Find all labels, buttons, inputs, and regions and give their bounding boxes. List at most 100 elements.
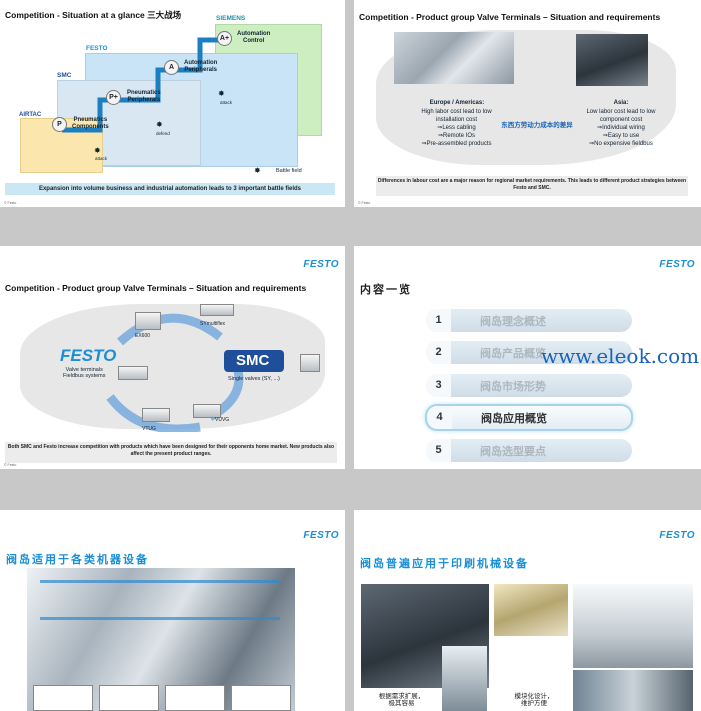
- toc-text: 阀岛应用概览: [481, 413, 547, 425]
- caption-expand: 根据需求扩展， 极其容易: [378, 693, 425, 708]
- machine-detail-photo: [494, 584, 568, 636]
- ex600-product: [135, 312, 161, 330]
- toc-item-2[interactable]: 2 阀岛产品概览: [426, 341, 632, 364]
- slide-banner: Differences in labour cost are a major r…: [376, 176, 688, 196]
- toc-item-3[interactable]: 3 阀岛市场形势: [426, 374, 632, 397]
- slide-contents-overview[interactable]: FESTO 内容一览 1 阀岛理念概述 2 阀岛产品概览 3 阀岛市场形势 4 …: [354, 246, 701, 469]
- watermark-url: www.eleok.com: [541, 344, 700, 368]
- toc-item-4-active[interactable]: 4 阀岛应用概览: [425, 404, 633, 431]
- operator-photo: [573, 670, 693, 711]
- slide-festo-vs-smc[interactable]: FESTO Competition - Product group Valve …: [0, 246, 345, 469]
- toc-item-1[interactable]: 1 阀岛理念概述: [426, 309, 632, 332]
- single-valve-product: [300, 354, 320, 372]
- festo-logo: FESTO: [659, 259, 695, 270]
- vuvg-product: [193, 404, 221, 418]
- valve-panel-photo: [442, 646, 487, 711]
- asia-line: ⇒Easy to use: [602, 133, 640, 139]
- asia-line: ⇒Individual wiring: [597, 125, 645, 131]
- level-p-plus-label: Pneumatics Peripherals: [127, 90, 161, 103]
- slide-banner: Expansion into volume business and indus…: [5, 183, 335, 195]
- symultiflex-product: [200, 304, 234, 316]
- level-a-circle: A: [164, 60, 179, 75]
- valve-thumbnail-3: [165, 685, 225, 711]
- slide-footer: © Festo: [358, 201, 371, 205]
- europe-line: ⇒Remote IOs: [437, 133, 476, 139]
- slide-valve-terminals-requirements[interactable]: Competition - Product group Valve Termin…: [354, 0, 701, 207]
- smc-logo-large: SMC: [236, 352, 270, 369]
- toc-number: 2: [426, 341, 451, 364]
- symultiflex-label: SYmultiflex: [200, 321, 226, 327]
- valve-photo-asia: [576, 34, 648, 86]
- toc-text: 阀岛市场形势: [480, 381, 546, 393]
- cost-difference-note: 东西方劳动力成本的差异: [501, 122, 573, 129]
- siemens-logo: SIEMENS: [216, 15, 246, 22]
- defend-tag: defend: [156, 131, 170, 136]
- festo-subtitle: Valve terminals Fieldbus systems: [63, 367, 106, 380]
- valve-thumbnail-2: [99, 685, 159, 711]
- asia-line: ⇒No expensive fieldbus: [589, 141, 653, 147]
- level-a-plus-circle: A+: [217, 31, 232, 46]
- slide-competition-glance[interactable]: Competition - Situation at a glance 三大战场…: [0, 0, 345, 207]
- attack-tag-1: attack: [220, 100, 233, 105]
- pneumatic-tubes: [40, 580, 280, 620]
- slide-machine-applications[interactable]: FESTO 阀岛适用于各类机器设备: [0, 510, 345, 711]
- asia-heading: Asia:: [613, 100, 629, 106]
- battle-burst-icon: ✸: [94, 146, 101, 155]
- europe-line: ⇒Pre-assembled products: [421, 141, 492, 147]
- valve-terminal-product: [118, 366, 148, 380]
- ex600-label: EX600: [135, 333, 151, 339]
- slide-title: Competition - Product group Valve Termin…: [5, 283, 307, 293]
- attack-tag-2: attack: [95, 156, 108, 161]
- smc-logo-box: [224, 350, 284, 372]
- toc-number: 1: [426, 309, 451, 332]
- toc-number: 3: [426, 374, 451, 397]
- toc-number: 5: [426, 439, 451, 462]
- vtug-label: VTUG: [142, 426, 156, 432]
- smc-logo-small: SMC: [57, 72, 72, 79]
- battle-field-icon: ✸: [254, 166, 261, 175]
- smc-subtitle: Single valves (SY, ...): [228, 376, 280, 382]
- vuvg-label: VUVG: [215, 417, 230, 423]
- festo-logo: FESTO: [303, 259, 339, 270]
- valve-terminal-photo-europe: [394, 32, 514, 84]
- valve-thumbnail-1: [33, 685, 93, 711]
- caption-modular: 模块化设计， 维护方便: [514, 693, 554, 708]
- toc-number: 4: [427, 406, 452, 429]
- slide-title: 阀岛适用于各类机器设备: [6, 553, 149, 566]
- battle-burst-icon: ✸: [156, 120, 163, 129]
- airtac-zone: [20, 118, 103, 173]
- toc-item-5[interactable]: 5 阀岛选型要点: [426, 439, 632, 462]
- slide-title: Competition - Product group Valve Termin…: [359, 12, 661, 22]
- slide-footer: © Festo: [4, 201, 17, 205]
- toc-text: 阀岛产品概览: [480, 348, 546, 360]
- level-a-plus-label: Automation Control: [237, 31, 271, 44]
- level-p-plus-circle: P+: [106, 90, 121, 105]
- festo-logo: FESTO: [303, 530, 339, 541]
- factory-hall-photo: [573, 584, 693, 668]
- valve-thumbnail-4: [231, 685, 291, 711]
- europe-line: ⇒Less cabling: [437, 125, 476, 131]
- toc-text: 阀岛选型要点: [480, 446, 546, 458]
- level-a-label: Automation Peripherals: [184, 60, 218, 73]
- toc-text: 阀岛理念概述: [480, 316, 546, 328]
- slide-banner: Both SMC and Festo increase competition …: [5, 442, 337, 463]
- battle-burst-icon: ✸: [218, 89, 225, 98]
- battle-field-legend: Battle field: [276, 168, 302, 174]
- airtac-logo: AIRTAC: [19, 112, 42, 118]
- slide-title: Competition - Situation at a glance 三大战场: [5, 10, 182, 20]
- europe-heading: Europe / Americas:: [429, 100, 485, 106]
- slide-title: 阀岛普遍应用于印刷机械设备: [360, 557, 529, 570]
- vtug-product: [142, 408, 170, 422]
- europe-line: High labor cost lead to low: [421, 109, 492, 115]
- slide-printing-machines[interactable]: FESTO 阀岛普遍应用于印刷机械设备 根据需求扩展， 极其容易 模块化设计， …: [354, 510, 701, 711]
- level-p-label: Pneumatics Components: [72, 117, 109, 130]
- europe-line: installation cost: [435, 117, 478, 123]
- stair-path: [62, 37, 230, 133]
- festo-logo-small: FESTO: [86, 45, 108, 52]
- festo-logo: FESTO: [659, 530, 695, 541]
- slide-title: 内容一览: [360, 283, 412, 296]
- slide-footer: © Festo: [4, 463, 17, 467]
- asia-line: Low labor cost lead to low: [586, 109, 656, 115]
- asia-line: component cost: [599, 117, 643, 123]
